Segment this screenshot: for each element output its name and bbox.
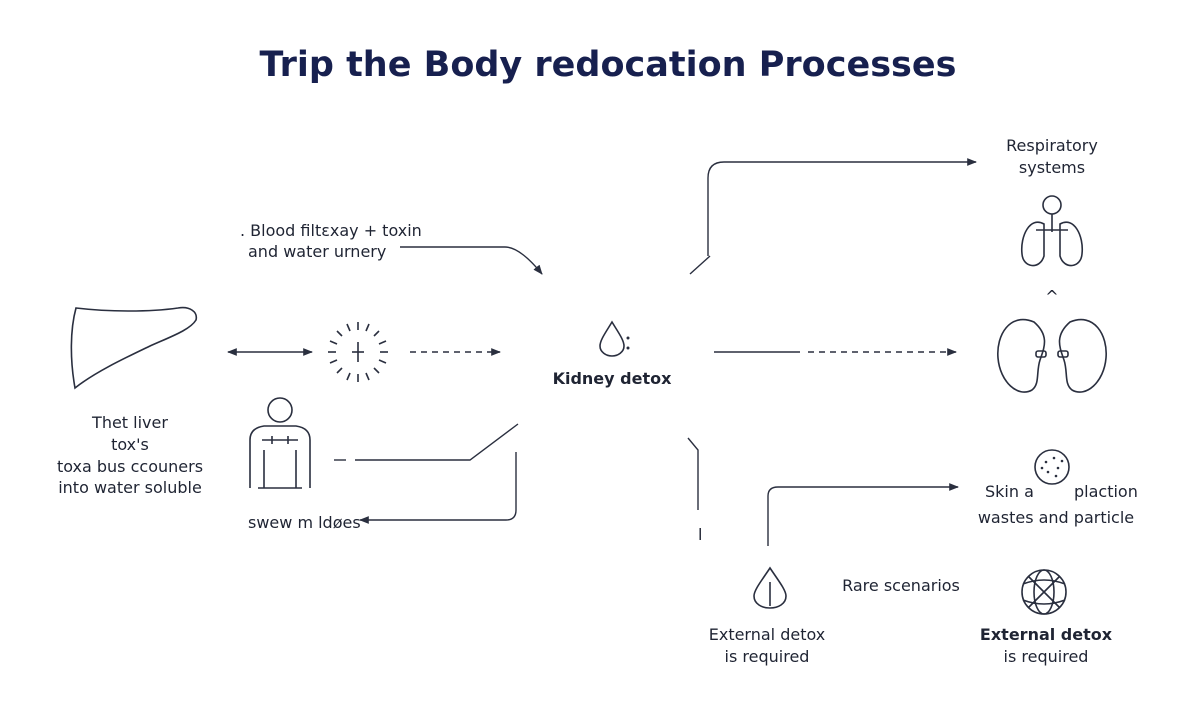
external-detox-left-line2: is required (725, 647, 810, 666)
skin-arrow (767, 483, 959, 546)
skin-label-right: plaction (1074, 482, 1138, 501)
skin-label-left: Skin a (985, 482, 1034, 501)
liver-label-line3: toxa bus ccouners (57, 457, 203, 476)
sun-icon (328, 322, 388, 382)
blood-filter-label-line2: and water urnery (248, 242, 386, 261)
kidney-detox-label: Kidney detox (553, 369, 673, 388)
lower-vertical-line (687, 437, 699, 510)
lungs-icon (1020, 195, 1084, 267)
drop-icon (753, 566, 787, 609)
diagram-title: Trip the Body redocation Processes (260, 45, 957, 85)
sweat-return-arrow (359, 452, 517, 524)
liver-label-line4: into water soluble (58, 478, 202, 497)
globe-icon (1021, 569, 1067, 615)
blood-filter-arrow (400, 246, 543, 275)
respiratory-label-line2: systems (1019, 158, 1085, 177)
kidneys-icon (997, 319, 1107, 393)
stray-mark: l (698, 525, 702, 544)
respiratory-path (689, 255, 711, 275)
skin-icon (1034, 449, 1070, 485)
sweat-label: swew m ldøes (248, 513, 361, 532)
rare-scenarios-label: Rare scenarios (842, 576, 960, 595)
skin-label-line2: wastes and particle (978, 508, 1134, 527)
liver-label-line2: tox's (111, 435, 149, 454)
respiratory-label-line1: Respiratory (1006, 136, 1098, 155)
external-detox-right-line1: External detox (980, 625, 1113, 644)
respiratory-arrow (707, 158, 977, 256)
liver-icon (70, 306, 198, 390)
water-drop-icon (599, 320, 630, 357)
external-detox-left-line1: External detox (709, 625, 826, 644)
external-detox-right-line2: is required (1004, 647, 1089, 666)
liver-label-line1: Thet liver (91, 413, 168, 432)
person-icon (249, 397, 311, 489)
person-connector (355, 423, 519, 461)
blood-filter-label-line1: . Blood filtεxay + toxin (240, 221, 422, 240)
caret-mark: ^ (1045, 287, 1058, 306)
